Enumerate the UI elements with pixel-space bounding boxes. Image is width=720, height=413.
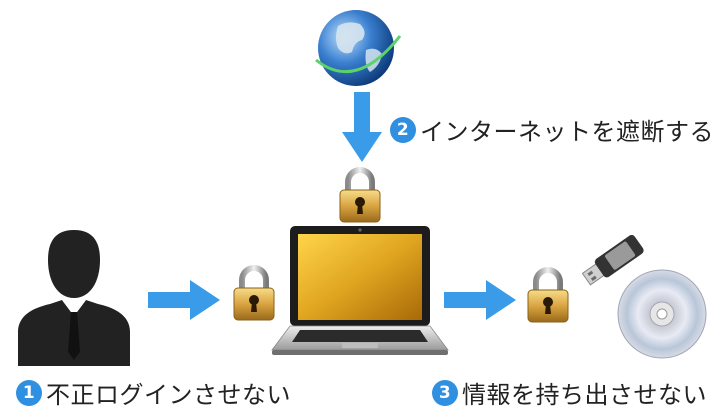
arrow-down <box>342 92 382 162</box>
step-1-number: 1 <box>16 379 42 406</box>
user-icon <box>18 230 130 366</box>
step-3-text: 情報を持ち出させない <box>462 381 707 409</box>
arrow-right-2 <box>444 280 516 320</box>
step-2-number: 2 <box>390 116 416 143</box>
step-1-label: 1 不正ログインさせない <box>16 375 291 410</box>
laptop-icon <box>271 226 449 355</box>
cd-disc-icon <box>617 269 707 359</box>
step-3-label: 3 情報を持ち出させない <box>432 375 707 410</box>
step-3-number: 3 <box>432 379 458 406</box>
step-1-text: 不正ログインさせない <box>46 381 291 409</box>
arrow-right-1 <box>148 280 220 320</box>
lock-icon <box>340 168 380 224</box>
usb-drive-icon <box>581 234 644 286</box>
lock-icon <box>234 266 274 322</box>
lock-icon <box>528 268 568 324</box>
step-2-text: インターネットを遮断する <box>420 118 714 146</box>
globe-icon <box>315 10 402 86</box>
step-2-label: 2 インターネットを遮断する <box>390 112 714 147</box>
